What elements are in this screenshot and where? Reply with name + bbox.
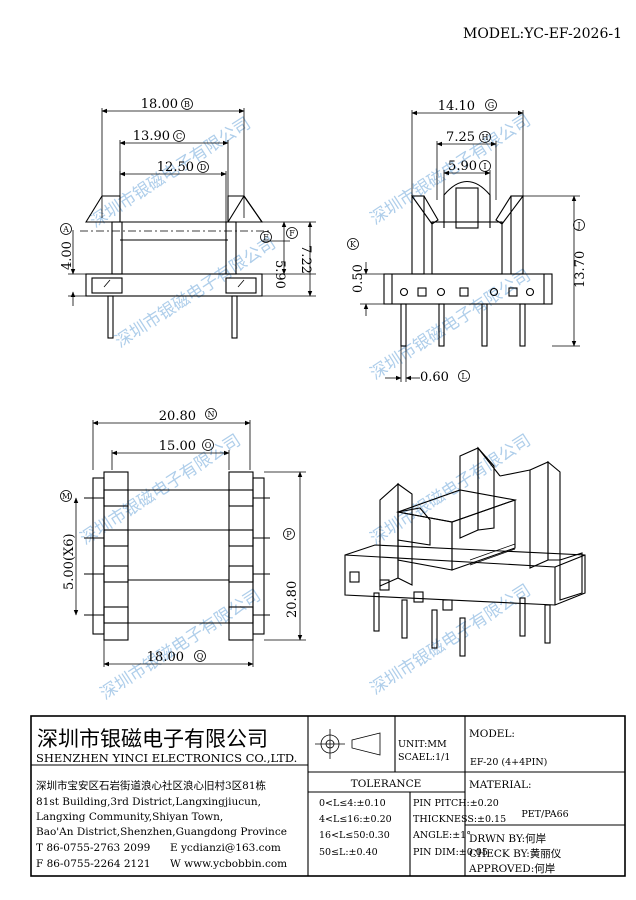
dim-i-value: 5.90	[448, 159, 477, 174]
address-line-3: Langxing Community,Shiyan Town,	[36, 811, 223, 823]
dim-o-value: 15.00	[159, 439, 196, 454]
dim-a-value: 4.00	[60, 241, 75, 270]
dim-c-value: 13.90	[133, 129, 170, 144]
dim-m-value: 5.00(X6)	[62, 533, 77, 590]
dim-l-value: 0.60	[420, 370, 449, 385]
tolerance-row-1: 0<L≤4:±0.10	[319, 798, 386, 809]
dim-h-value: 7.25	[446, 130, 475, 145]
dim-f-value: 7.22	[298, 245, 313, 274]
dim-n-value: 20.80	[159, 409, 196, 424]
svg-text:N: N	[208, 410, 215, 419]
projection-symbol-icon	[315, 729, 381, 759]
approved-by: APPROVED:何岸	[468, 862, 555, 875]
dim-j-value: 13.70	[573, 251, 588, 288]
model-value: EF-20 (4+4PIN)	[470, 757, 547, 768]
model-title: MODEL:YC-EF-2026-1	[463, 26, 622, 42]
svg-text:M: M	[62, 492, 70, 501]
top-view: 20.80 N 15.00 O 5.00(X6) M	[60, 408, 306, 667]
mark-n: N	[205, 408, 217, 420]
watermark-text: 深圳市银磁电子有限公司	[97, 586, 265, 705]
dim-k-value: 0.50	[351, 264, 366, 293]
front-view: 18.00 B 13.90 C 12.50 D 4.00 A	[60, 97, 316, 339]
contact-web: W www.ycbobbin.com	[170, 858, 287, 870]
dim-e-value: 5.90	[272, 260, 287, 289]
svg-text:D: D	[200, 163, 206, 172]
svg-text:E: E	[263, 233, 269, 242]
dim-q-value: 18.00	[147, 650, 184, 665]
svg-text:G: G	[488, 101, 494, 110]
mark-e: E	[260, 231, 272, 243]
contact-fax: F 86-0755-2264 2121	[36, 858, 151, 870]
dim-p-value: 20.80	[285, 581, 300, 618]
material-label: MATERIAL:	[469, 779, 532, 791]
check-by: CHECK BY:黄丽仪	[469, 847, 562, 860]
pin-spec-2: THICKNESS:±0.15	[413, 814, 506, 825]
watermark-layer: 深圳市银磁电子有限公司 深圳市银磁电子有限公司 深圳市银磁电子有限公司 深圳市银…	[77, 111, 535, 705]
mark-j: J	[573, 219, 585, 231]
material-value: PET/PA66	[521, 809, 568, 820]
tolerance-row-3: 16<L≤50:0.30	[319, 830, 390, 841]
dim-b-value: 18.00	[141, 97, 178, 112]
svg-text:P: P	[286, 530, 292, 539]
pin-spec-1: PIN PITCH:±0.20	[413, 798, 499, 809]
side-view: 14.10 G 7.25 H 5.90 I 13.	[347, 99, 588, 385]
scale-label: SCAEL:1/1	[398, 752, 450, 763]
pin-spec-4: PIN DIM:±0.05	[413, 847, 488, 858]
company-name-en: SHENZHEN YINCI ELECTRONICS CO.,LTD.	[36, 751, 297, 765]
tolerance-row-4: 50≤L:±0.40	[319, 847, 378, 858]
mark-d: D	[197, 161, 209, 173]
mark-q: Q	[194, 650, 206, 662]
company-name-cn: 深圳市银磁电子有限公司	[37, 727, 268, 751]
tolerance-title: TOLERANCE	[351, 778, 422, 790]
title-block: 深圳市银磁电子有限公司 SHENZHEN YINCI ELECTRONICS C…	[30, 715, 626, 877]
watermark-text: 深圳市银磁电子有限公司	[367, 581, 535, 700]
pin-spec-3: ANGLE:±1°	[412, 830, 471, 841]
address-line-1: 深圳市宝安区石岩街道浪心社区浪心旧村3区81栋	[36, 779, 267, 792]
svg-text:J: J	[576, 221, 580, 230]
drawn-by: DRWN BY:何岸	[469, 832, 546, 845]
mark-k: K	[347, 238, 359, 250]
svg-text:C: C	[176, 132, 182, 141]
dim-g-value: 14.10	[438, 99, 475, 114]
model-label: MODEL:	[469, 728, 515, 740]
isometric-view	[344, 446, 586, 657]
mark-b: B	[181, 98, 193, 110]
svg-text:L: L	[461, 372, 467, 381]
svg-text:I: I	[483, 162, 486, 171]
mark-l: L	[458, 370, 470, 382]
contact-tel: T 86-0755-2763 2099	[36, 842, 150, 854]
mark-g: G	[485, 99, 497, 111]
mark-m: M	[60, 490, 72, 502]
mark-h: H	[479, 131, 491, 143]
svg-text:A: A	[62, 225, 69, 234]
tolerance-row-2: 4<L≤16:±0.20	[319, 814, 392, 825]
contact-email: E ycdianzi@163.com	[170, 842, 281, 854]
svg-text:B: B	[184, 100, 190, 109]
mark-a: A	[60, 223, 72, 235]
unit-label: UNIT:MM	[398, 739, 447, 750]
svg-text:O: O	[205, 441, 212, 450]
mark-f: F	[286, 227, 298, 239]
mark-i: I	[479, 160, 491, 172]
svg-text:F: F	[289, 229, 295, 238]
mark-p: P	[283, 528, 295, 540]
mark-o: O	[202, 439, 214, 451]
dim-d-value: 12.50	[157, 160, 194, 175]
address-line-4: Bao'An District,Shenzhen,Guangdong Provi…	[36, 826, 287, 838]
address-line-2: 81st Building,3rd District,Langxingjiucu…	[36, 796, 261, 808]
svg-text:Q: Q	[197, 652, 204, 661]
mark-c: C	[173, 130, 185, 142]
svg-text:H: H	[482, 133, 489, 142]
svg-text:K: K	[350, 240, 357, 249]
